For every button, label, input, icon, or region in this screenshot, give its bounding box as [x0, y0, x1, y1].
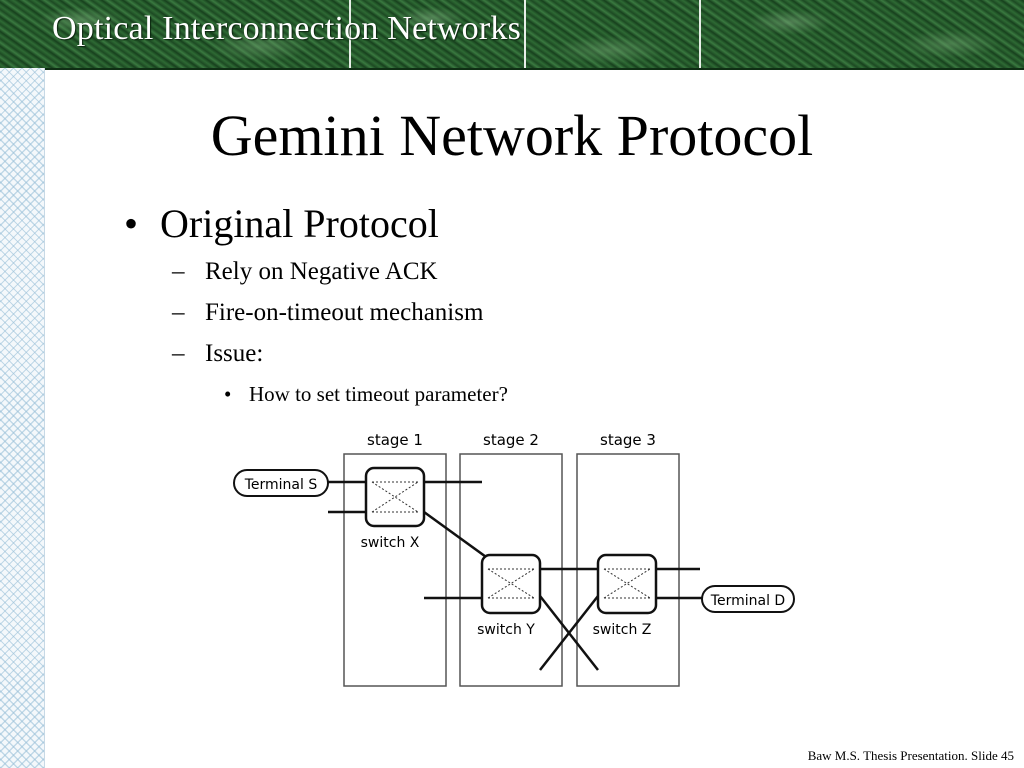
stage-label: stage 1: [367, 431, 423, 449]
sub-item-text: Issue:: [205, 340, 264, 367]
bullet-marker: •: [224, 382, 232, 406]
switch-label: switch Z: [593, 622, 652, 638]
terminal-d-label: Terminal D: [710, 593, 785, 609]
decorative-side-strip: [0, 68, 45, 768]
dash-marker: –: [172, 299, 185, 326]
bullet-marker: •: [124, 201, 139, 246]
slide-footer: Baw M.S. Thesis Presentation. Slide 45: [807, 748, 1014, 763]
switch-label: switch X: [361, 535, 420, 551]
banner-divider: [699, 0, 701, 68]
dash-marker: –: [172, 258, 185, 285]
terminal-d-node: [701, 585, 795, 613]
stage-label: stage 3: [600, 431, 656, 449]
stage-label: stage 2: [483, 431, 539, 449]
bullet-text: Original Protocol: [160, 201, 439, 246]
dash-marker: –: [172, 340, 185, 367]
banner-divider: [524, 0, 526, 68]
switch-y-node: [480, 553, 542, 615]
switch-x-node: [364, 466, 426, 528]
sub-sub-item-text: How to set timeout parameter?: [249, 382, 508, 406]
stage-1-box: [343, 453, 447, 687]
banner-divider: [349, 0, 351, 68]
sub-item-text: Rely on Negative ACK: [205, 258, 438, 285]
terminal-s-label: Terminal S: [244, 477, 318, 493]
header-banner: Optical Interconnection Networks: [0, 0, 1024, 70]
network-diagram: stage 1 stage 2 stage 3 Terminal S Termi…: [233, 431, 795, 687]
terminal-s-node: [233, 469, 329, 497]
switch-z-node: [596, 553, 658, 615]
slide-title: Gemini Network Protocol: [210, 103, 814, 168]
sub-item-text: Fire-on-timeout mechanism: [205, 299, 484, 326]
switch-label: switch Y: [477, 622, 535, 638]
banner-title: Optical Interconnection Networks: [52, 10, 522, 47]
